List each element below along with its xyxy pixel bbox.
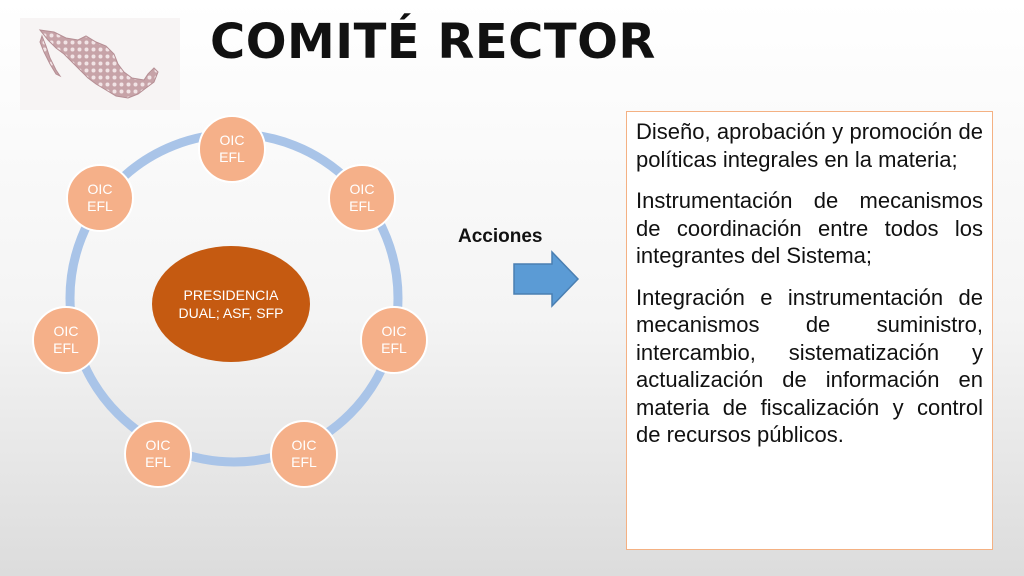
- cycle-node-upper-left: OIC EFL: [66, 164, 134, 232]
- cycle-node-label: OIC EFL: [145, 436, 171, 471]
- cycle-node-label: OIC EFL: [87, 180, 113, 215]
- cycle-node-left: OIC EFL: [32, 306, 100, 374]
- action-item: Diseño, aprobación y promoción de políti…: [636, 119, 983, 172]
- mexico-map-icon: [38, 29, 159, 99]
- cycle-node-label: OIC EFL: [219, 131, 245, 166]
- actions-panel: Diseño, aprobación y promoción de políti…: [626, 111, 993, 550]
- cycle-node-top: OIC EFL: [198, 115, 266, 183]
- right-arrow-icon: [513, 250, 580, 308]
- acciones-label: Acciones: [458, 226, 543, 247]
- cycle-node-lower-left: OIC EFL: [124, 420, 192, 488]
- cycle-node-label: OIC EFL: [53, 322, 79, 357]
- center-node: PRESIDENCIA DUAL; ASF, SFP: [152, 246, 310, 362]
- cycle-node-lower-right: OIC EFL: [270, 420, 338, 488]
- cycle-node-label: OIC EFL: [349, 180, 375, 215]
- cycle-node-right: OIC EFL: [360, 306, 428, 374]
- mexico-map-logo: [20, 18, 180, 110]
- cycle-node-label: OIC EFL: [291, 436, 317, 471]
- action-item: Instrumentación de mecanismos de coordin…: [636, 188, 983, 268]
- cycle-node-upper-right: OIC EFL: [328, 164, 396, 232]
- page-title: COMITÉ RECTOR: [210, 14, 656, 70]
- center-node-label: PRESIDENCIA DUAL; ASF, SFP: [178, 286, 284, 321]
- action-item: Integración e instrumentación de mecanis…: [636, 284, 983, 448]
- cycle-node-label: OIC EFL: [381, 322, 407, 357]
